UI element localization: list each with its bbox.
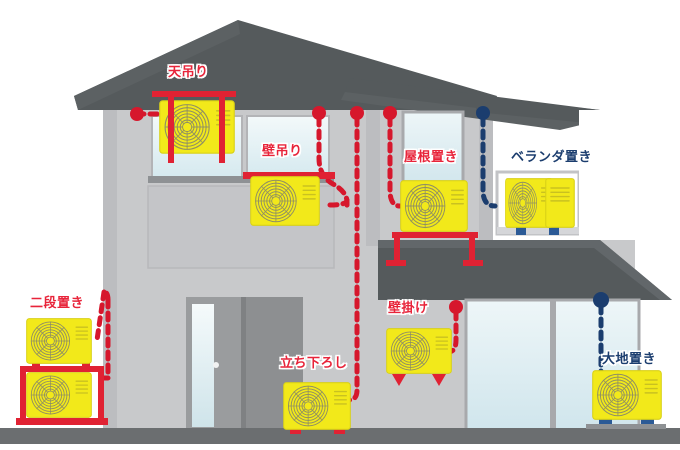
sliding-door-mullion [550,300,556,435]
drop-down-foot-right [334,429,345,437]
wall-bracket-rail [243,172,335,179]
wall-mount-unit[interactable] [386,328,452,374]
door-glass-panel [192,304,214,427]
pipe-ceiling-hang [130,107,163,121]
ceiling-bracket-arm-right-front [219,95,225,163]
two-tier-upper-foot-right [82,362,90,368]
two-tier-upper-foot-left [32,362,40,368]
roof-stand-leg-left [394,232,400,264]
ceiling-bracket-arm-left-front [168,95,174,163]
ground-place-foot-right [641,419,654,428]
main-roof-left-slope [74,20,240,110]
drop-down-unit[interactable] [283,382,351,430]
two-tier-lower-unit[interactable] [26,372,92,418]
roof-place-unit[interactable] [400,180,468,232]
door-center-mullion [241,297,246,434]
roof-stand-foot-left [386,260,406,266]
veranda-unit-b[interactable] [545,178,575,228]
drop-down-foot-left [290,429,301,437]
roof-stand-foot-right [463,260,483,266]
pipe-veranda [476,106,498,209]
roof-stand-leg-right [469,232,475,264]
upper-right-window [401,110,465,192]
upper-center-window [246,115,330,179]
pipe-roof-place [383,106,403,209]
wall-mount-bracket-left [392,374,406,386]
ground-strip-front [0,434,680,444]
roof-stand-top [392,232,478,238]
balcony-ledge [148,176,334,183]
two-tier-upper-unit[interactable] [26,318,92,364]
pipe-wall-hang [312,106,350,211]
two-tier-frame-top [20,366,104,372]
ceiling-bracket-overlay [168,95,225,163]
wall-hang-unit[interactable] [250,176,320,226]
ground-place-pad [586,424,666,429]
wall-seam-right [366,96,380,246]
ground-place-unit[interactable] [592,370,662,420]
two-tier-frame-base [16,418,108,425]
sky-right [579,110,680,240]
veranda-foot-right [549,227,559,235]
ground-place-foot-left [599,419,612,428]
right-roof-face [341,92,593,130]
pipe-ground-place [593,292,609,375]
veranda-roof [476,96,600,124]
two-tier-frame-leg-right [98,366,104,424]
two-tier-frame-leg-left [20,366,26,424]
wall-mount-bracket-right [432,374,446,386]
ceiling-bracket-rail [152,91,236,97]
veranda-floor [497,227,579,234]
veranda-foot-left [516,227,526,235]
lower-right-roof [378,240,672,300]
door-knob[interactable] [213,362,219,368]
lower-right-roof-edge [378,240,672,300]
building-structure [0,20,680,440]
wall-edge-left [103,96,117,436]
